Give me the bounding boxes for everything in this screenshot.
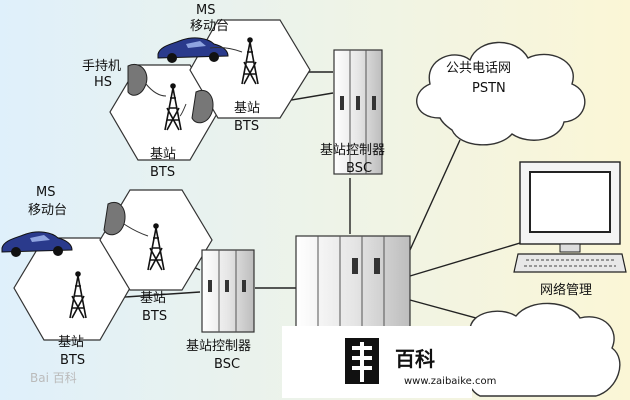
label-bts2-2: BTS [234,119,259,134]
handset-icon-2 [191,90,214,124]
label-bts3-2: BTS [60,353,85,368]
label-pstn-1: 公共电话网 [446,61,511,76]
antenna-tower-icon-1 [164,83,182,131]
label-bsc-bottom-2: BSC [214,357,240,372]
cell-hex-4 [99,189,213,291]
label-ms-left-1: MS [36,185,55,200]
label-hs-1: 手持机 [82,59,121,74]
label-hs-2: HS [94,75,112,90]
antenna-tower-icon-3 [69,271,87,319]
label-bts1-2: BTS [150,165,175,180]
car-icon-top [157,37,229,63]
bsc-bottom-cabinet [201,249,255,333]
antenna-tower-icon-4 [147,223,165,271]
label-bsc-bottom-1: 基站控制器 [186,339,251,354]
bsc-top-cabinet [333,49,383,175]
car-icon-left [1,231,73,257]
label-bts1-1: 基站 [150,147,176,162]
antenna-tower-icon-2 [241,37,259,85]
link-msc-nms [409,239,531,277]
watermark-logo-text: 百科 [395,347,435,371]
corner-watermark: Bai 百科 [30,371,77,385]
cell-hex-3 [13,237,131,341]
cell-hex-2 [189,19,311,119]
label-bts4-2: BTS [142,309,167,324]
signal-wave-icon [123,47,243,237]
watermark-url: www.zaibaike.com [404,376,496,387]
label-bts2-1: 基站 [234,101,260,116]
label-ms-left-2: 移动台 [28,203,67,218]
watermark: 百科 www.zaibaike.com [282,326,496,398]
label-bsc-top-1: 基站控制器 [320,143,385,158]
label-bts3-1: 基站 [58,335,84,350]
label-bsc-top-2: BSC [346,161,372,176]
pstn-cloud [416,41,586,146]
label-pstn-2: PSTN [472,81,506,96]
label-network-mgmt: 网络管理 [540,282,592,298]
label-ms-top-2: 移动台 [190,19,229,34]
link-msc-pstn [409,139,461,251]
bottom-cloud [463,302,621,397]
label-bts4-1: 基站 [140,291,166,306]
cells-bottom [13,189,213,341]
label-ms-top-1: MS [196,3,215,18]
computer-icon [513,161,627,273]
